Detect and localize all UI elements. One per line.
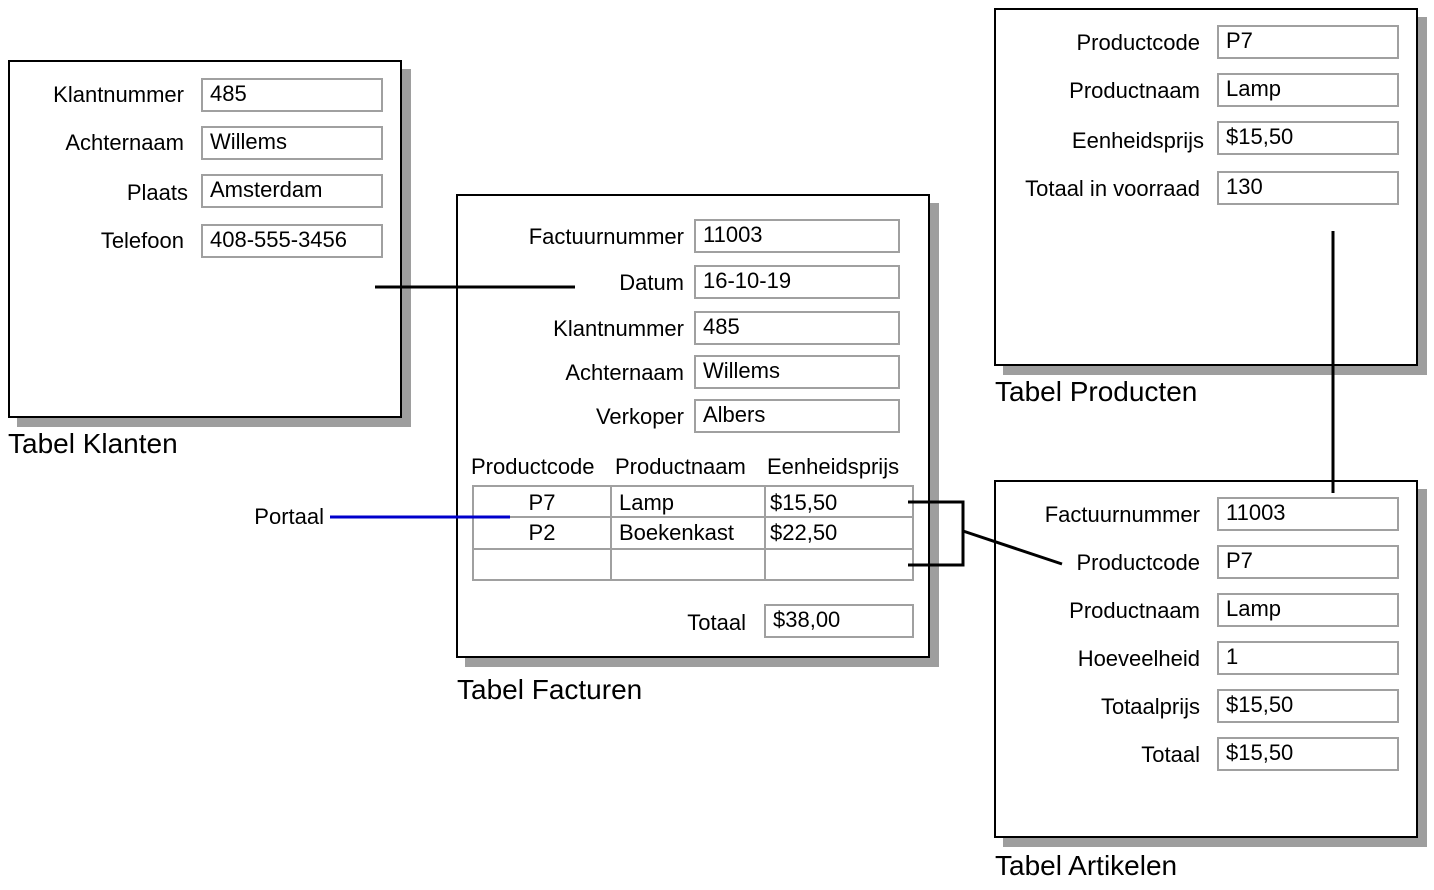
klanten-field-achternaam[interactable]: Willems [201, 126, 383, 160]
bracket-to-productcode-connector [962, 529, 1063, 566]
portal-col-divider [764, 485, 766, 581]
portal-row-divider [472, 548, 914, 550]
producten-field-productnaam[interactable]: Lamp [1217, 73, 1399, 107]
facturen-label-klantnummer: Klantnummer [553, 316, 684, 341]
facturen-label-achternaam: Achternaam [565, 360, 684, 385]
klanten-field-klantnummer[interactable]: 485 [201, 78, 383, 112]
artikelen-label-totaal: Totaal [1141, 742, 1200, 767]
artikelen-field-totaalprijs[interactable]: $15,50 [1217, 689, 1399, 723]
portal-header-productcode: Productcode [471, 454, 595, 479]
portal-cell-productcode[interactable]: P2 [528, 520, 556, 545]
facturen-field-achternaam[interactable]: Willems [694, 355, 900, 389]
klanten-label-plaats: Plaats [126, 180, 188, 205]
portal-cell-productnaam[interactable]: Lamp [619, 490, 675, 515]
klanten-label-klantnummer: Klantnummer [53, 82, 184, 107]
facturen-field-factuurnummer[interactable]: 11003 [694, 219, 900, 253]
artikelen-field-factuurnummer[interactable]: 11003 [1217, 497, 1399, 531]
producten-field-productcode[interactable]: P7 [1217, 25, 1399, 59]
klanten-field-telefoon[interactable]: 408-555-3456 [201, 224, 383, 258]
portal-header-eenheidsprijs: Eenheidsprijs [767, 454, 900, 479]
portal-cell-productnaam[interactable]: Boekenkast [619, 520, 734, 545]
facturen-field-datum[interactable]: 16-10-19 [694, 265, 900, 299]
artikelen-label-hoeveelheid: Hoeveelheid [1077, 646, 1200, 671]
portal-row-divider [472, 516, 914, 518]
facturen-label-totaal: Totaal [687, 610, 746, 635]
facturen-field-verkoper[interactable]: Albers [694, 399, 900, 433]
klanten-label-telefoon: Telefoon [100, 228, 184, 253]
portal-cell-eenheidsprijs[interactable]: $22,50 [770, 520, 838, 545]
facturen-field-totaal[interactable]: $38,00 [764, 604, 914, 638]
portal-table[interactable] [472, 485, 914, 581]
producten-field-eenheidsprijs[interactable]: $15,50 [1217, 121, 1399, 155]
producten-label-productnaam: Productnaam [1069, 78, 1200, 103]
klanten-label-achternaam: Achternaam [65, 130, 184, 155]
producten-field-voorraad[interactable]: 130 [1217, 171, 1399, 205]
artikelen-field-hoeveelheid[interactable]: 1 [1217, 641, 1399, 675]
portal-artikelen-bracket [908, 500, 965, 567]
portal-header-productnaam: Productnaam [615, 454, 746, 479]
portal-label: Portaal [254, 504, 324, 529]
producten-label-voorraad: Totaal in voorraad [1025, 176, 1200, 201]
facturen-label-verkoper: Verkoper [595, 404, 684, 429]
producten-label-productcode: Productcode [1076, 30, 1200, 55]
artikelen-label-productnaam: Productnaam [1069, 598, 1200, 623]
artikelen-field-totaal[interactable]: $15,50 [1217, 737, 1399, 771]
producten-title: Tabel Producten [995, 376, 1198, 407]
klanten-field-plaats[interactable]: Amsterdam [201, 174, 383, 208]
artikelen-label-productcode: Productcode [1076, 550, 1200, 575]
artikelen-field-productcode[interactable]: P7 [1217, 545, 1399, 579]
portal-cell-eenheidsprijs[interactable]: $15,50 [770, 490, 838, 515]
portal-cell-productcode[interactable]: P7 [528, 490, 556, 515]
klanten-title: Tabel Klanten [8, 428, 178, 459]
portal-col-divider [610, 485, 612, 581]
artikelen-label-factuurnummer: Factuurnummer [1044, 502, 1200, 527]
artikelen-label-totaalprijs: Totaalprijs [1100, 694, 1200, 719]
producten-label-eenheidsprijs: Eenheidsprijs [1071, 128, 1204, 153]
facturen-title: Tabel Facturen [457, 674, 643, 705]
artikelen-title: Tabel Artikelen [995, 850, 1178, 881]
facturen-label-datum: Datum [619, 270, 684, 295]
facturen-label-factuurnummer: Factuurnummer [528, 224, 684, 249]
facturen-field-klantnummer[interactable]: 485 [694, 311, 900, 345]
artikelen-field-productnaam[interactable]: Lamp [1217, 593, 1399, 627]
